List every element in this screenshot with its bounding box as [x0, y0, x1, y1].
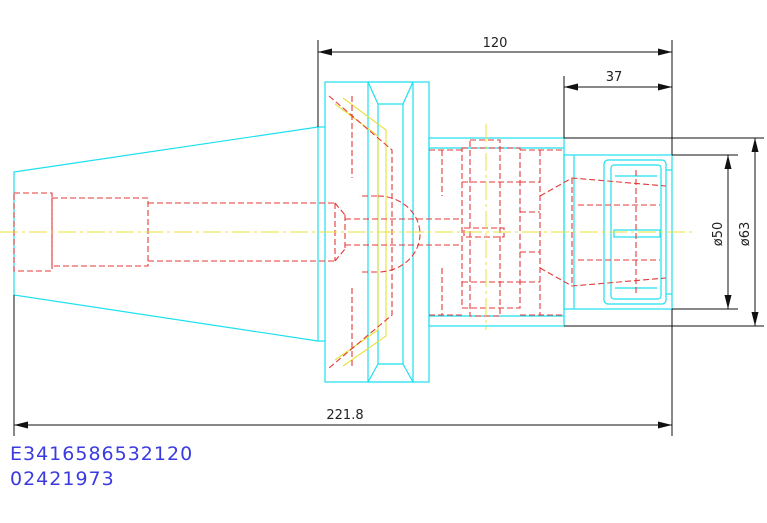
dim-label-221-8: 221.8: [326, 408, 363, 423]
part-code-line-1: E3416586532120: [10, 443, 194, 465]
dim-label-dia63: ø63: [738, 222, 753, 247]
dimension-dia63: ø63: [564, 137, 764, 327]
dim-label-dia50: ø50: [711, 222, 726, 247]
dim-label-120: 120: [483, 36, 508, 51]
centerlines: [0, 124, 695, 330]
taper-shank: [13, 126, 319, 342]
dim-label-37: 37: [606, 70, 623, 85]
dimension-120: 120: [317, 36, 673, 155]
dimension-dia50: ø50: [672, 154, 738, 310]
dimension-37: 37: [563, 70, 672, 138]
dimension-221-8: 221.8: [13, 295, 673, 436]
part-code-line-2: 02421973: [10, 468, 115, 490]
